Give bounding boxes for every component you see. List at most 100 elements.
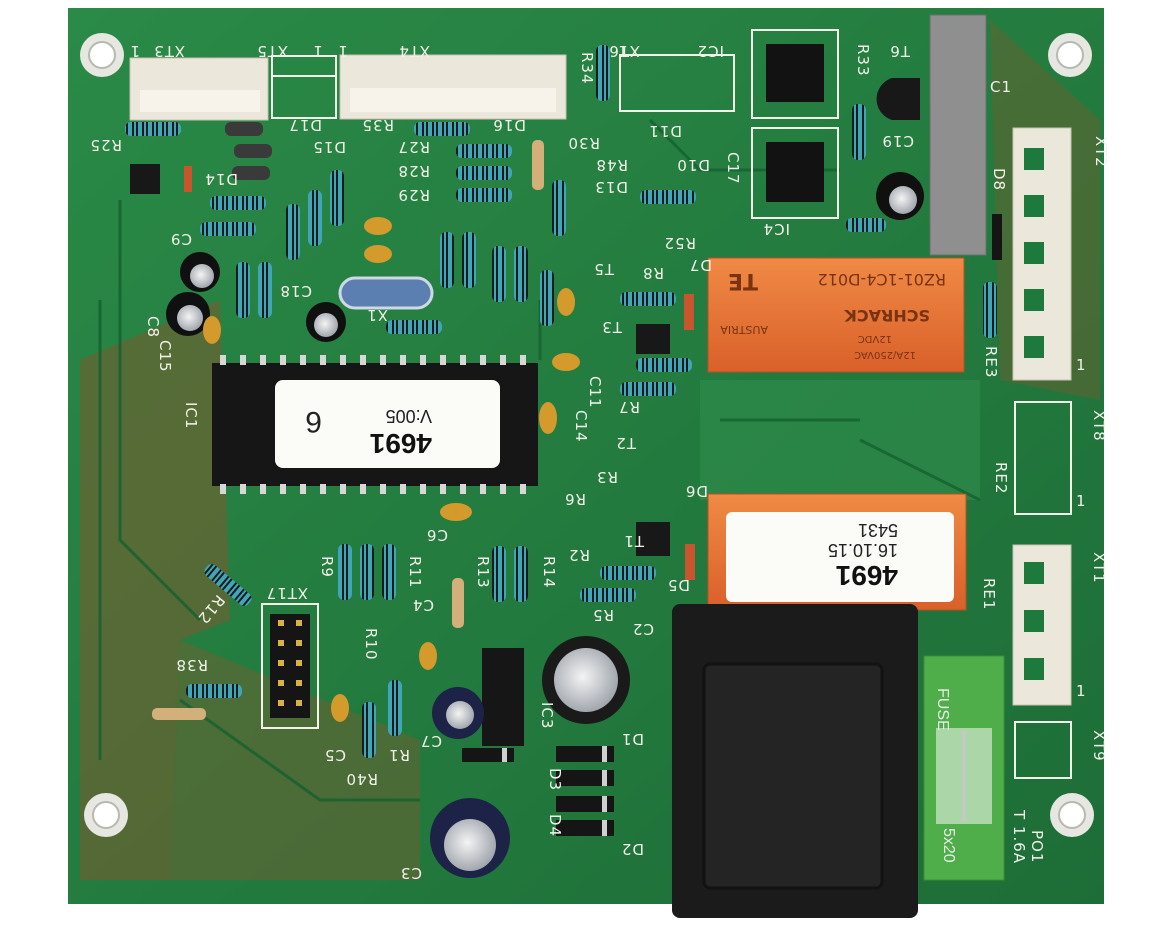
label-r8: R8 [642, 264, 664, 282]
label-c2: C2 [632, 620, 654, 638]
label-r7: R7 [618, 398, 640, 416]
chip-ic4 [751, 127, 839, 219]
relay-re3-text: TE RZ01-1C4-D012 SCHRACK AUSTRIA 12VDC 1… [720, 268, 946, 360]
label-c6: C6 [426, 526, 448, 544]
relay-re3 [707, 257, 965, 373]
label-x1: X1 [366, 306, 388, 324]
label-d2: D2 [621, 840, 644, 858]
label-ic1: IC1 [182, 402, 200, 429]
label-c17: C17 [724, 152, 742, 185]
relay-rating1: 12VDC [858, 333, 892, 344]
label-r33: R33 [854, 44, 872, 77]
mounting-holes [80, 33, 1094, 837]
label-c5: C5 [324, 746, 346, 764]
label-r3: R3 [596, 468, 618, 486]
label-xt3: XT3 [153, 42, 185, 60]
connector-xt8 [1014, 401, 1072, 515]
relay-re1-sticker-text: 4691 16.10.15 5431 [828, 520, 898, 591]
label-c11: C11 [586, 376, 604, 409]
label-c18: C18 [279, 282, 312, 300]
label-r5: R5 [592, 606, 614, 624]
label-xt3-pin: 1 [129, 42, 140, 60]
label-ic3: IC3 [538, 702, 556, 729]
label-ic4: IC4 [763, 220, 790, 238]
relay-sticker-line2: 16.10.15 [828, 540, 898, 560]
label-r6: R6 [564, 490, 586, 508]
label-r30: R30 [567, 134, 600, 152]
label-r29: R29 [397, 186, 430, 204]
fuse-holder [923, 655, 1005, 881]
label-c7: C7 [420, 732, 442, 750]
label-d10: D10 [676, 156, 710, 174]
label-xt8: XT8 [1090, 410, 1108, 442]
capacitor-c2 [542, 636, 630, 724]
ceramic-capacitors [203, 217, 580, 722]
connector-xt6 [619, 54, 735, 112]
label-r28: R28 [397, 162, 430, 180]
label-r52: R52 [663, 234, 696, 252]
chip-ic1 [212, 363, 538, 486]
relay-brand: TE [728, 268, 758, 293]
label-d11: D11 [648, 122, 682, 140]
relay-sticker [726, 512, 954, 602]
label-d4: D4 [546, 814, 564, 837]
beige-resistors [152, 140, 544, 720]
label-c1: C1 [990, 78, 1012, 96]
label-ic2: IC2 [697, 42, 724, 60]
relay-model: RZ01-1C4-D012 [818, 270, 946, 289]
label-r35: R35 [361, 116, 394, 134]
label-re3: RE3 [982, 346, 1000, 378]
capacitor-c3 [430, 798, 510, 878]
relay-re1 [707, 493, 967, 611]
label-xt2: XT2 [1092, 136, 1110, 168]
label-t1: T1 [623, 532, 645, 550]
label-r27: R27 [397, 138, 430, 156]
label-d16: D16 [492, 116, 526, 134]
capacitor-c9 [180, 252, 220, 292]
diodes [184, 122, 1002, 836]
label-xt1-pin: 1 [1076, 682, 1087, 700]
label-r34: R34 [578, 52, 596, 85]
label-r10: R10 [362, 628, 380, 661]
label-d13: D13 [594, 178, 628, 196]
label-r25: R25 [89, 136, 122, 154]
label-xt6: XT6 [608, 42, 640, 60]
label-r2: R2 [568, 546, 590, 564]
relay-maker: SCHRACK [844, 306, 930, 325]
ic1-pins-bottom [220, 484, 526, 494]
label-d3: D3 [546, 768, 564, 791]
transformer [672, 604, 918, 918]
relay-sticker-line1: 4691 [836, 560, 898, 591]
label-xt1: XT1 [1090, 552, 1108, 584]
mounting-hole [1048, 33, 1092, 77]
label-xt5: XT5 [256, 42, 288, 60]
crystal-x1 [338, 276, 434, 310]
label-t3: T3 [601, 318, 623, 336]
ic1-sticker [275, 380, 500, 468]
label-r11: R11 [406, 556, 424, 589]
label-re1: RE1 [980, 578, 998, 610]
ic1-sticker-line1: 4691 [370, 428, 432, 459]
pin-header-xt17 [261, 603, 319, 729]
connector-xt5 [271, 55, 337, 119]
label-c9: C9 [170, 230, 192, 248]
label-t6: T6 [889, 42, 911, 60]
ic1-pins-top [220, 355, 526, 365]
label-c4: C4 [412, 596, 434, 614]
label-xt5-pin: 1 [312, 42, 323, 60]
label-c19: C19 [881, 132, 914, 150]
label-re2: RE2 [992, 462, 1010, 494]
label-r1: R1 [388, 746, 410, 764]
copper-area-left [80, 300, 230, 880]
label-c14: C14 [572, 410, 590, 443]
ic1-sticker-text: 4691 V:005 6 [305, 405, 432, 459]
fuse-text: FUSE 5x20 [934, 688, 957, 863]
label-d1: D1 [621, 730, 644, 748]
ic1-sticker-line2: V:005 [386, 406, 432, 426]
fuse-size: 5x20 [940, 828, 957, 863]
copper-area-mid [700, 380, 980, 500]
label-po1: PO1 [1028, 830, 1046, 863]
capacitor-c8 [166, 292, 210, 336]
capacitor-c18 [306, 302, 346, 342]
label-t5: T5 [593, 260, 615, 278]
